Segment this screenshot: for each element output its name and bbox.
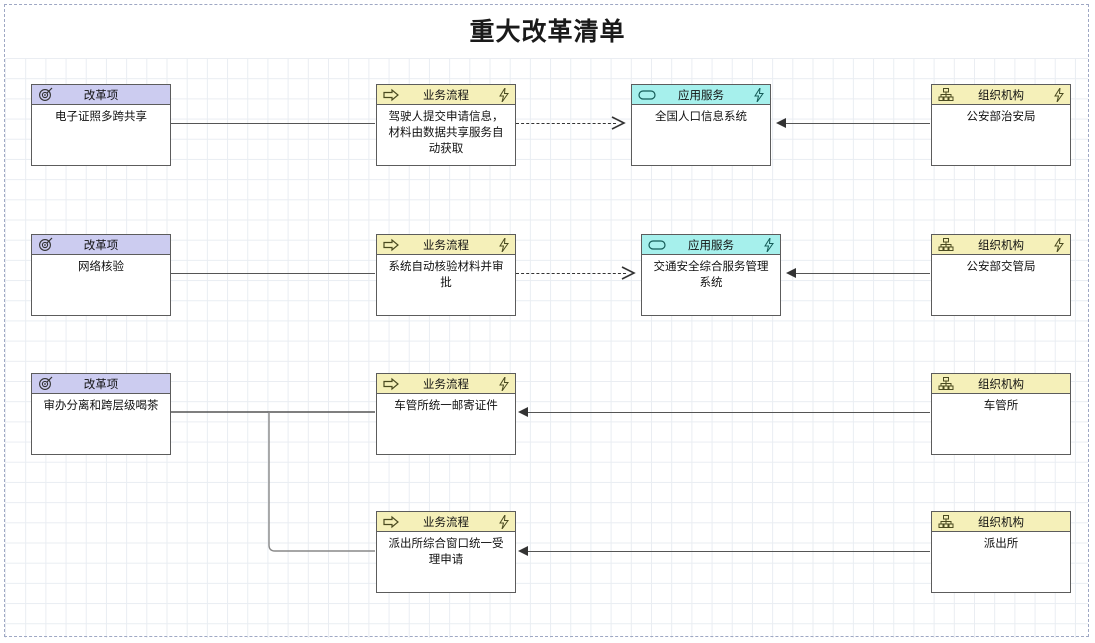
arrow-filled-row3-icon: [518, 407, 528, 417]
node-process-2-header: 业务流程: [377, 235, 515, 255]
node-org-4[interactable]: 组织机构 派出所: [931, 511, 1071, 593]
node-org-1-header: 组织机构: [932, 85, 1070, 105]
connector-row3-org-to-process: [528, 412, 930, 413]
arrow-open-row2-icon: [621, 266, 636, 280]
org-chart-icon: [938, 376, 954, 392]
node-reform-2-header: 改革项: [32, 235, 170, 255]
node-service-2-body: 交通安全综合服务管理系统: [653, 259, 769, 289]
rounded-rect-icon: [638, 87, 656, 103]
connector-row4-org-to-process: [528, 551, 930, 552]
arrow-filled-row4-icon: [518, 546, 528, 556]
lightning-bolt-icon: [1054, 237, 1064, 253]
org-chart-icon: [938, 87, 954, 103]
node-process-3-body: 车管所统一邮寄证件: [394, 398, 498, 412]
node-process-1-type: 业务流程: [423, 88, 469, 102]
node-process-4[interactable]: 业务流程 派出所综合窗口统一受理申请: [376, 511, 516, 593]
node-service-1-type: 应用服务: [678, 88, 724, 102]
target-icon: [38, 237, 54, 253]
node-reform-1-type: 改革项: [83, 88, 119, 102]
node-org-3-header: 组织机构: [932, 374, 1070, 394]
node-reform-2-type: 改革项: [83, 238, 119, 252]
node-org-2-header: 组织机构: [932, 235, 1070, 255]
arrow-filled-row1-icon: [776, 118, 786, 128]
arrow-right-icon: [383, 237, 399, 253]
node-org-4-body: 派出所: [983, 536, 1019, 550]
node-reform-1[interactable]: 改革项 电子证照多跨共享: [31, 84, 171, 166]
page-title: 重大改革清单: [469, 17, 626, 46]
target-icon: [38, 87, 54, 103]
node-reform-1-header: 改革项: [32, 85, 170, 105]
node-reform-1-body: 电子证照多跨共享: [55, 109, 147, 123]
org-chart-icon: [938, 514, 954, 530]
node-org-2-type: 组织机构: [978, 238, 1024, 252]
arrow-right-icon: [383, 87, 399, 103]
target-icon: [38, 376, 54, 392]
arrow-right-icon: [383, 376, 399, 392]
node-reform-3[interactable]: 改革项 审办分离和跨层级喝茶: [31, 373, 171, 455]
rounded-rect-icon: [648, 237, 666, 253]
arrow-filled-row2-icon: [786, 268, 796, 278]
node-org-1[interactable]: 组织机构 公安部治安局: [931, 84, 1071, 166]
node-service-1-body: 全国人口信息系统: [655, 109, 747, 123]
node-service-1[interactable]: 应用服务 全国人口信息系统: [631, 84, 771, 166]
node-process-2-type: 业务流程: [423, 238, 469, 252]
lightning-bolt-icon: [499, 237, 509, 253]
node-process-1-header: 业务流程: [377, 85, 515, 105]
lightning-bolt-icon: [754, 87, 764, 103]
node-reform-2-body: 网络核验: [78, 259, 124, 273]
node-process-3[interactable]: 业务流程 车管所统一邮寄证件: [376, 373, 516, 455]
lightning-bolt-icon: [764, 237, 774, 253]
lightning-bolt-icon: [499, 376, 509, 392]
node-process-3-type: 业务流程: [423, 377, 469, 391]
node-org-4-type: 组织机构: [978, 515, 1024, 529]
node-org-2[interactable]: 组织机构 公安部交管局: [931, 234, 1071, 316]
node-service-2-header: 应用服务: [642, 235, 780, 255]
node-service-2[interactable]: 应用服务 交通安全综合服务管理系统: [641, 234, 781, 316]
node-org-3-type: 组织机构: [978, 377, 1024, 391]
node-process-4-type: 业务流程: [423, 515, 469, 529]
node-org-3[interactable]: 组织机构 车管所: [931, 373, 1071, 455]
node-service-1-header: 应用服务: [632, 85, 770, 105]
node-reform-3-body: 审办分离和跨层级喝茶: [43, 398, 159, 412]
node-org-1-body: 公安部治安局: [966, 109, 1036, 123]
arrow-open-row1-icon: [611, 116, 626, 130]
node-process-4-header: 业务流程: [377, 512, 515, 532]
org-chart-icon: [938, 237, 954, 253]
node-service-2-type: 应用服务: [688, 238, 734, 252]
lightning-bolt-icon: [499, 87, 509, 103]
lightning-bolt-icon: [499, 514, 509, 530]
node-org-2-body: 公安部交管局: [966, 259, 1036, 273]
node-org-3-body: 车管所: [983, 398, 1019, 412]
arrow-right-icon: [383, 514, 399, 530]
lightning-bolt-icon: [1054, 87, 1064, 103]
node-process-1-body: 驾驶人提交申请信息，材料由数据共享服务自动获取: [388, 109, 504, 155]
node-reform-3-header: 改革项: [32, 374, 170, 394]
node-org-4-header: 组织机构: [932, 512, 1070, 532]
node-reform-2[interactable]: 改革项 网络核验: [31, 234, 171, 316]
node-process-4-body: 派出所综合窗口统一受理申请: [388, 536, 504, 566]
node-process-3-header: 业务流程: [377, 374, 515, 394]
node-process-2-body: 系统自动核验材料并审批: [388, 259, 504, 289]
node-org-1-type: 组织机构: [978, 88, 1024, 102]
node-reform-3-type: 改革项: [83, 377, 119, 391]
node-process-1[interactable]: 业务流程 驾驶人提交申请信息，材料由数据共享服务自动获取: [376, 84, 516, 166]
node-process-2[interactable]: 业务流程 系统自动核验材料并审批: [376, 234, 516, 316]
